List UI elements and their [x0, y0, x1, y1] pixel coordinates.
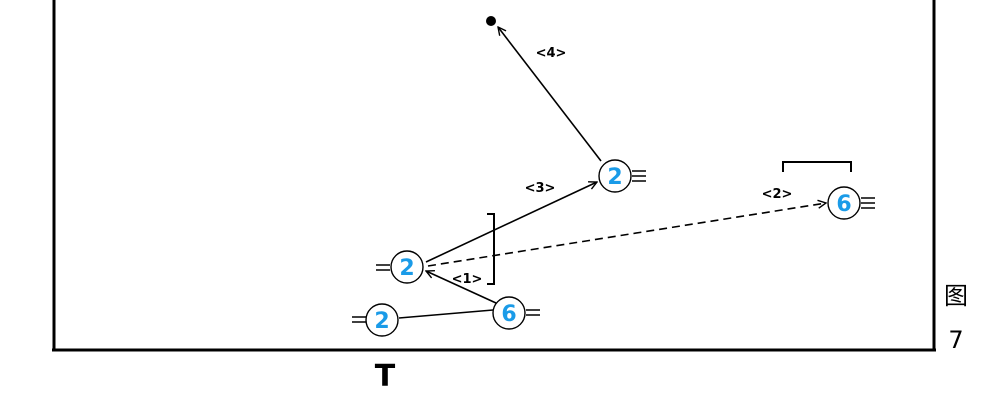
cut-line-4: [498, 27, 602, 162]
step-label-4: <4>: [536, 46, 567, 61]
player-2-mid: 2: [598, 159, 646, 193]
pass-line-2: [427, 203, 826, 267]
player-6-wing: 6: [827, 186, 875, 220]
figure-number: 7: [948, 326, 963, 354]
screen-bracket-icon: [782, 161, 852, 172]
player-2-cut: 2: [376, 250, 424, 284]
cut-line-1: [426, 271, 497, 304]
player-number: 2: [374, 309, 389, 334]
player-number: 6: [836, 192, 851, 217]
player-6-screen: 6: [492, 296, 540, 330]
move-line-3: [425, 182, 597, 263]
screen-line: [398, 309, 494, 319]
player-number: 2: [607, 165, 622, 190]
player-2-start: 2: [352, 303, 399, 337]
screen-bracket-icon: [487, 213, 495, 285]
court-outline: [52, 0, 936, 352]
ball-dot-icon: [486, 16, 496, 26]
step-label-3: <3>: [525, 181, 556, 196]
player-number: 6: [501, 302, 516, 327]
player-number: 2: [399, 256, 414, 281]
figure-char: 图: [944, 282, 968, 310]
basket-marker: T: [375, 359, 396, 394]
step-label-1: <1>: [452, 272, 483, 287]
step-label-2: <2>: [762, 187, 793, 202]
